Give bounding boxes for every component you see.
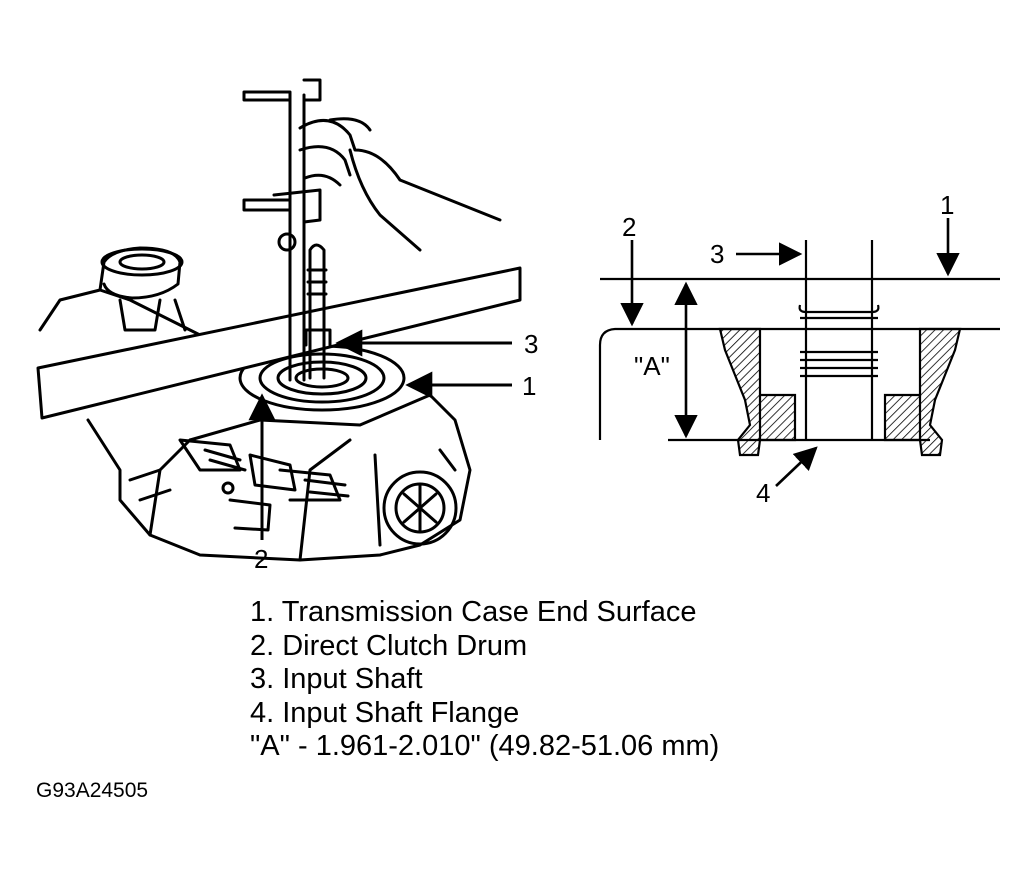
legend: 1. Transmission Case End Surface 2. Dire…: [250, 596, 719, 764]
dimension-A-label: "A": [634, 351, 670, 381]
housing-right: [883, 327, 962, 457]
figure-code: G93A24505: [36, 779, 149, 802]
leader-r4: [775, 446, 818, 487]
hand: [298, 119, 502, 222]
section-input-shaft: [804, 240, 874, 440]
straight-edge: [36, 266, 522, 420]
left-callout-2: 2: [254, 544, 268, 574]
transmission-illustration: [36, 78, 522, 562]
legend-item-3: 3. Input Shaft: [250, 663, 423, 695]
cross-section-diagram: [598, 240, 1000, 457]
right-callout-4: 4: [756, 478, 770, 508]
right-callout-leaders: [620, 218, 960, 487]
legend-item-1: 1. Transmission Case End Surface: [250, 596, 697, 628]
legend-item-2: 2. Direct Clutch Drum: [250, 629, 528, 662]
right-callout-1: 1: [940, 190, 954, 220]
housing-left: [718, 327, 797, 457]
case-outline: [598, 327, 630, 440]
left-callout-leaders: [248, 329, 512, 540]
section-flange: [758, 395, 922, 440]
legend-item-spec: "A" - 1.961-2.010" (49.82-51.06 mm): [250, 730, 720, 762]
legend-item-4: 4. Input Shaft Flange: [250, 696, 520, 729]
bearing-cap: [382, 470, 458, 546]
left-callout-1: 1: [522, 371, 536, 401]
depth-caliper: [288, 93, 306, 382]
transmission-case: [86, 393, 472, 562]
input-shaft: [308, 243, 326, 380]
left-callout-3: 3: [524, 329, 538, 359]
right-callout-2: 2: [622, 212, 636, 242]
right-callout-3: 3: [710, 239, 724, 269]
